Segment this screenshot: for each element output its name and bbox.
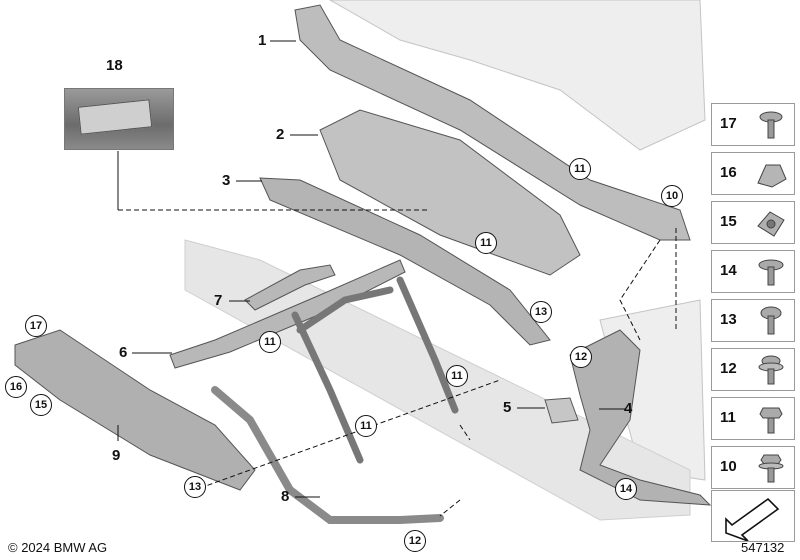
circled-callout: 13 xyxy=(184,476,206,498)
circled-callout: 17 xyxy=(25,315,47,337)
part-3-bracket xyxy=(259,177,551,346)
legend-item: 13 xyxy=(711,299,795,342)
circled-callout: 12 xyxy=(404,530,426,552)
part-1-cross-member xyxy=(294,4,691,241)
circled-callout: 10 xyxy=(661,185,683,207)
part-5-plate xyxy=(544,397,579,424)
hex-flange-bolt-icon xyxy=(758,454,784,483)
clip-nut-icon xyxy=(757,211,785,237)
view-direction-box xyxy=(711,490,795,542)
part-9-carrier xyxy=(14,329,256,491)
legend-number: 10 xyxy=(720,458,737,475)
part-4-bracket xyxy=(569,329,712,506)
legend-number: 17 xyxy=(720,115,737,132)
callout-7: 7 xyxy=(214,292,223,309)
legend-item: 12 xyxy=(711,348,795,391)
callout-1: 1 xyxy=(258,32,267,49)
legend-number: 15 xyxy=(720,213,737,230)
pan-head-screw-icon xyxy=(760,306,782,335)
callout-18: 18 xyxy=(106,57,123,74)
legend-number: 13 xyxy=(720,311,737,328)
legend-number: 14 xyxy=(720,262,737,279)
legend-number: 11 xyxy=(720,409,736,426)
callout-3: 3 xyxy=(222,172,231,189)
circled-callout: 11 xyxy=(446,365,468,387)
legend-item: 16 xyxy=(711,152,795,195)
hex-bolt-icon xyxy=(759,407,783,434)
spring-clip-icon xyxy=(757,164,787,188)
legend-item: 15 xyxy=(711,201,795,244)
callout-6: 6 xyxy=(119,344,128,361)
circled-callout: 13 xyxy=(530,301,552,323)
dashed-lines xyxy=(118,209,677,517)
callout-8: 8 xyxy=(281,488,290,505)
callout-5: 5 xyxy=(503,399,512,416)
part-6-7-strut xyxy=(169,259,406,369)
collar-screw-icon xyxy=(758,355,784,385)
circled-callout: 16 xyxy=(5,376,27,398)
circled-callout: 11 xyxy=(355,415,377,437)
arrow-icon xyxy=(725,497,780,541)
callout-9: 9 xyxy=(112,447,121,464)
part-8-rod xyxy=(211,386,444,524)
flange-bolt-icon xyxy=(758,259,784,286)
legend-item: 14 xyxy=(711,250,795,293)
document-number: 547132 xyxy=(741,540,785,555)
legend-number: 12 xyxy=(720,360,737,377)
label-plate xyxy=(77,99,153,135)
copyright: © 2024 BMW AG xyxy=(8,540,108,555)
legend-number: 16 xyxy=(720,164,737,181)
screw-with-washer-icon xyxy=(759,111,783,139)
leader-lines xyxy=(117,40,625,498)
part-2-cover xyxy=(319,109,581,276)
callout-2: 2 xyxy=(276,126,285,143)
struts xyxy=(291,276,459,464)
callout-4: 4 xyxy=(624,400,633,417)
circled-callout: 15 xyxy=(30,394,52,416)
legend-item: 11 xyxy=(711,397,795,440)
circled-callout: 11 xyxy=(259,331,281,353)
circled-callout: 14 xyxy=(615,478,637,500)
circled-callout: 11 xyxy=(569,158,591,180)
circled-callout: 12 xyxy=(570,346,592,368)
legend-item: 17 xyxy=(711,103,795,146)
legend-item: 10 xyxy=(711,446,795,489)
circled-callout: 11 xyxy=(475,232,497,254)
label-plate-photo xyxy=(64,88,174,150)
